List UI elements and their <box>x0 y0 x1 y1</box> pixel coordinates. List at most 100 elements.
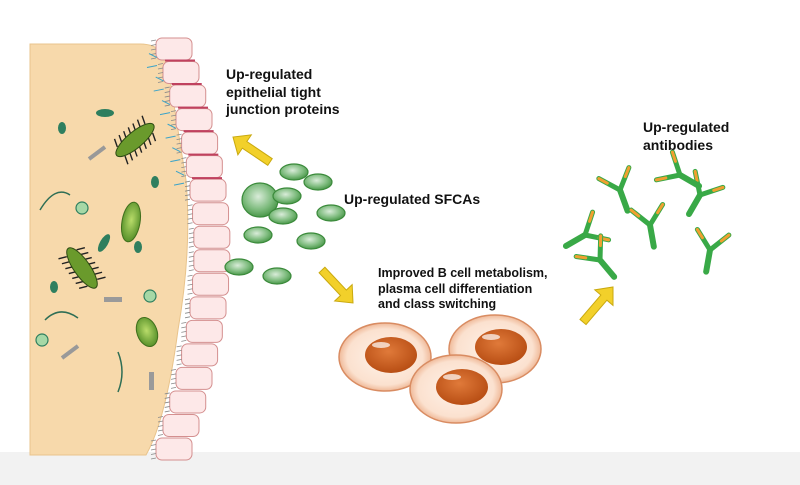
microvillus <box>176 147 182 150</box>
b-cell <box>409 354 503 424</box>
microvillus <box>181 321 187 324</box>
microvillus <box>164 401 170 404</box>
pilus <box>141 115 146 125</box>
epithelial-cell-body <box>192 202 230 226</box>
sfca-particle <box>303 173 333 191</box>
microvillus <box>170 128 177 130</box>
microvillus <box>188 236 194 239</box>
lumen-body <box>29 43 189 456</box>
tight-junction-label: Up-regulated epithelial tight junction p… <box>226 66 376 119</box>
microvillus <box>188 251 194 254</box>
coccus <box>151 176 159 188</box>
antibody-arm <box>669 149 683 178</box>
microvillus <box>150 453 157 455</box>
antibodies-label-line-2: antibodies <box>643 136 714 153</box>
microvillus <box>170 369 177 371</box>
sfca-label: Up-regulated SFCAs <box>344 191 481 207</box>
microvillus <box>176 142 182 145</box>
epithelial-cell-body <box>162 61 200 85</box>
epithelial-cell-body <box>189 296 227 320</box>
antibodies-label: Up-regulated antibodies <box>643 119 753 154</box>
antibody-tip <box>597 177 609 185</box>
b-cell-label-line-2: plasma cell differentiation <box>378 281 533 296</box>
antibody-stem <box>703 247 713 275</box>
coccus <box>58 122 66 134</box>
microvillus <box>181 161 187 164</box>
microvillus <box>187 274 193 277</box>
microvillus <box>184 316 191 319</box>
sfca-particle <box>279 163 309 181</box>
small-rod <box>96 109 114 117</box>
floor-band <box>0 452 800 485</box>
spore <box>143 289 157 303</box>
antibody-arm <box>697 184 726 198</box>
sfca-particle <box>243 226 273 244</box>
junction-fiber <box>148 53 158 58</box>
epithelial-cell-body <box>181 131 219 155</box>
epithelial-cell-body <box>192 272 230 296</box>
antibody <box>573 233 618 280</box>
tight-junction-label-line-2: epithelial tight <box>226 83 321 100</box>
microvillus <box>157 67 164 70</box>
epithelial-cell <box>187 272 230 296</box>
pilus <box>124 155 129 165</box>
debris <box>60 344 80 360</box>
microvillus <box>184 302 191 305</box>
b-cell <box>448 314 542 384</box>
microvillus <box>170 119 177 121</box>
spore <box>75 201 89 215</box>
sfca-particle <box>262 267 292 285</box>
microvillus <box>164 397 170 399</box>
microvillus <box>181 170 187 173</box>
junction-fiber <box>153 88 164 92</box>
antibody-tip <box>670 150 677 163</box>
bacterium-body <box>66 247 98 289</box>
microvillus <box>188 227 194 230</box>
pilus <box>97 276 106 280</box>
b-cell-highlight <box>372 342 390 348</box>
bacterium <box>120 201 142 243</box>
microvillus <box>150 57 157 60</box>
epithelial-cell-body <box>162 413 200 437</box>
b-cell <box>338 322 432 392</box>
bacterium-body <box>120 201 142 243</box>
epithelial-cell-body <box>155 37 193 61</box>
epithelial-cell-body <box>185 319 223 343</box>
antibody <box>562 209 612 249</box>
small-rod <box>97 234 111 252</box>
microvillus <box>150 53 157 55</box>
antibodies-label-line-1: Up-regulated <box>643 119 730 135</box>
antibody-tip <box>588 210 595 223</box>
microvillus <box>157 416 164 418</box>
flagellated-bacterium <box>58 247 106 289</box>
antibody-stem <box>597 257 618 280</box>
microvillus <box>170 387 177 389</box>
junction-fiber <box>175 170 185 176</box>
microvillus <box>157 420 164 423</box>
epithelial-cell-body <box>155 437 193 461</box>
antibody-tip <box>656 202 665 215</box>
antibody-arm <box>707 232 732 253</box>
epithelial-cell <box>188 249 231 273</box>
microvillus <box>184 307 191 310</box>
microvillus <box>170 382 177 385</box>
microvillus <box>181 326 187 329</box>
epithelial-cell-body <box>169 84 207 108</box>
b-cells <box>338 314 542 424</box>
epithelial-cell <box>184 296 227 320</box>
microvillus <box>181 330 187 333</box>
microvillus <box>157 72 164 74</box>
b-cell-nucleus <box>365 337 417 373</box>
microvillus <box>187 213 193 216</box>
epithelial-cell <box>165 123 219 155</box>
epithelial-cell <box>150 437 193 461</box>
microvillus <box>164 104 170 107</box>
epithelial-cell <box>146 53 200 85</box>
microvillus <box>187 222 193 225</box>
antibody <box>694 226 732 275</box>
antibody-tip <box>719 233 731 243</box>
b-cell-label-line-3: and class switching <box>378 297 497 312</box>
microvillus <box>181 339 187 342</box>
epithelial-cell-body <box>175 366 213 390</box>
arrows <box>232 134 614 326</box>
